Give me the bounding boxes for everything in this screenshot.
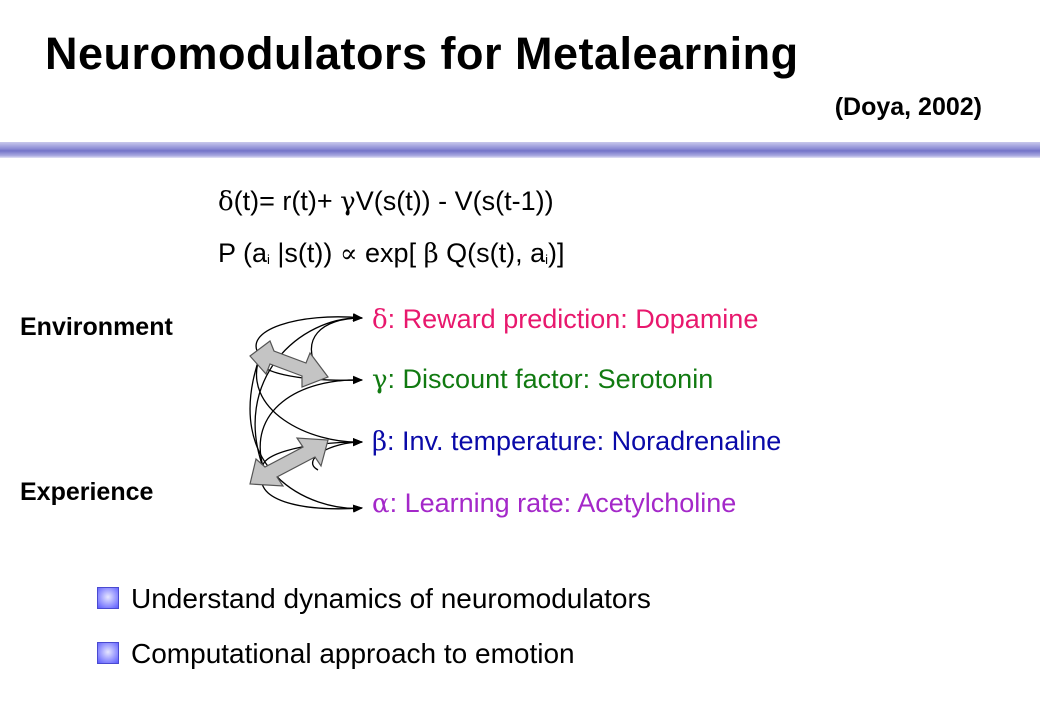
bullet-text: Computational approach to emotion [131,638,575,669]
double-arrow-environment [249,340,329,388]
td-error-equation: δ(t)= r(t)+ γV(s(t)) - V(s(t-1)) [218,186,554,217]
td-error-part2: V(s(t)) - V(s(t-1)) [355,186,554,216]
square-bullet-icon [97,587,119,609]
citation: (Doya, 2002) [834,93,982,121]
bullet-item: Computational approach to emotion [97,638,575,670]
policy-part3: exp[ [357,238,424,268]
alpha-symbol: α [372,489,390,519]
parameter-delta: δ: Reward prediction: Dopamine [372,304,758,335]
td-error-part1: (t)= r(t)+ [233,186,341,216]
policy-part5: )] [548,238,565,268]
policy-part4: Q(s(t), a [438,238,546,268]
parameter-description: : Discount factor: Serotonin [387,364,714,394]
policy-sub2: i [545,252,548,267]
delta-symbol: δ [218,187,234,217]
bullet-text: Understand dynamics of neuromodulators [131,583,651,614]
parameter-description: : Inv. temperature: Noradrenaline [387,426,782,456]
parameter-gamma: γ: Discount factor: Serotonin [372,364,713,395]
environment-label: Environment [20,313,173,341]
policy-part1: P (a [218,238,268,268]
parameter-beta: β: Inv. temperature: Noradrenaline [372,426,781,457]
parameter-alpha: α: Learning rate: Acetylcholine [372,488,736,519]
policy-sub1: i [267,252,270,267]
double-arrow-experience [249,437,329,487]
gamma-symbol: γ [372,365,388,395]
proportional-symbol: ∝ [339,239,358,269]
parameter-description: : Reward prediction: Dopamine [387,304,759,334]
curved-arrow [255,355,363,447]
policy-part2: |s(t)) [269,238,340,268]
beta-symbol: β [372,427,388,457]
curved-arrow [310,314,363,371]
bullet-item: Understand dynamics of neuromodulators [97,583,651,615]
header-rule [0,142,1040,158]
policy-equation: P (ai |s(t)) ∝ exp[ β Q(s(t), ai)] [218,238,565,269]
square-bullet-icon [97,642,119,664]
slide-title: Neuromodulators for Metalearning [45,28,799,79]
curved-arrow [255,313,363,357]
beta-symbol: β [423,239,439,269]
delta-symbol: δ [372,305,388,335]
experience-label: Experience [20,478,154,506]
curved-arrow [259,375,363,471]
parameter-description: : Learning rate: Acetylcholine [389,488,737,518]
gamma-symbol: γ [340,187,356,217]
